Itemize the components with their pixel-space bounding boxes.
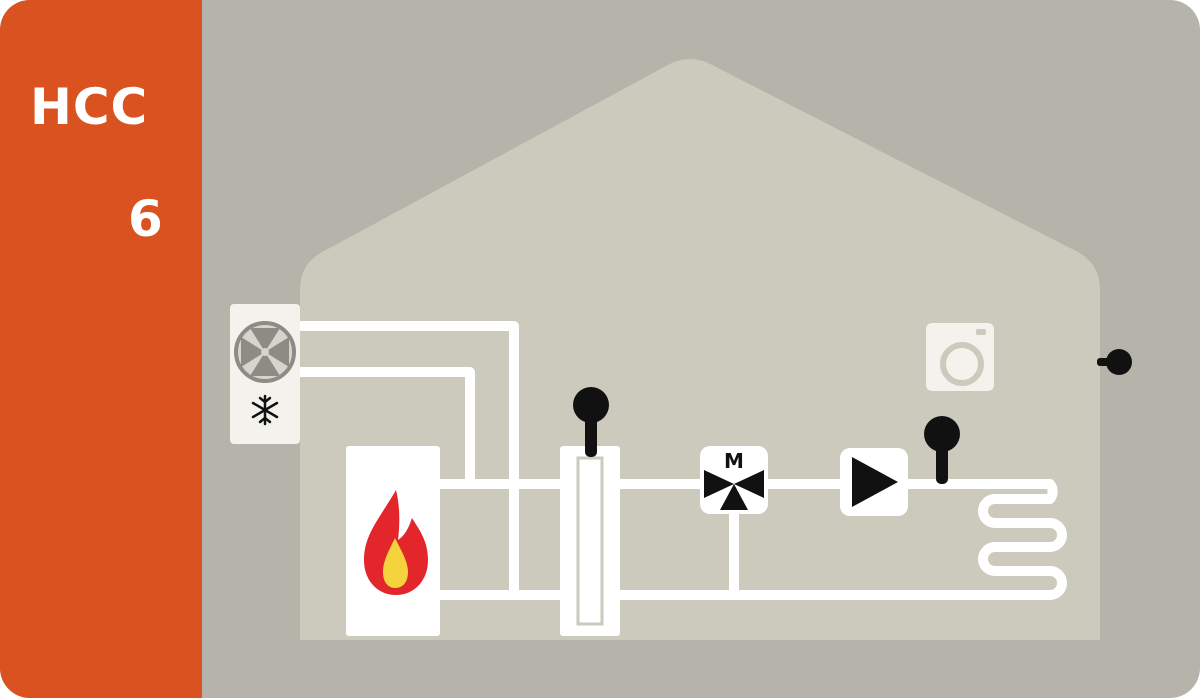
pump-icon [840,448,908,516]
outdoor-sensor-icon [1097,349,1132,375]
valve-motor-label: M [724,449,744,473]
mixing-valve-icon: M [700,446,768,514]
system-sidebar: HCC 6 [0,0,202,698]
outdoor-unit [230,304,300,444]
fan-icon [234,321,296,383]
temperature-sensor-icon [573,387,609,457]
hydraulic-separator [560,446,620,636]
boiler [346,446,440,636]
system-code: HCC [30,78,149,136]
heating-circuit-pipes [435,479,1067,600]
snowflake-icon [251,394,279,426]
temperature-sensor-icon [924,416,960,484]
room-unit-icon [926,323,994,391]
underfloor-heating-coil [975,479,1067,600]
system-number: 6 [128,190,163,248]
